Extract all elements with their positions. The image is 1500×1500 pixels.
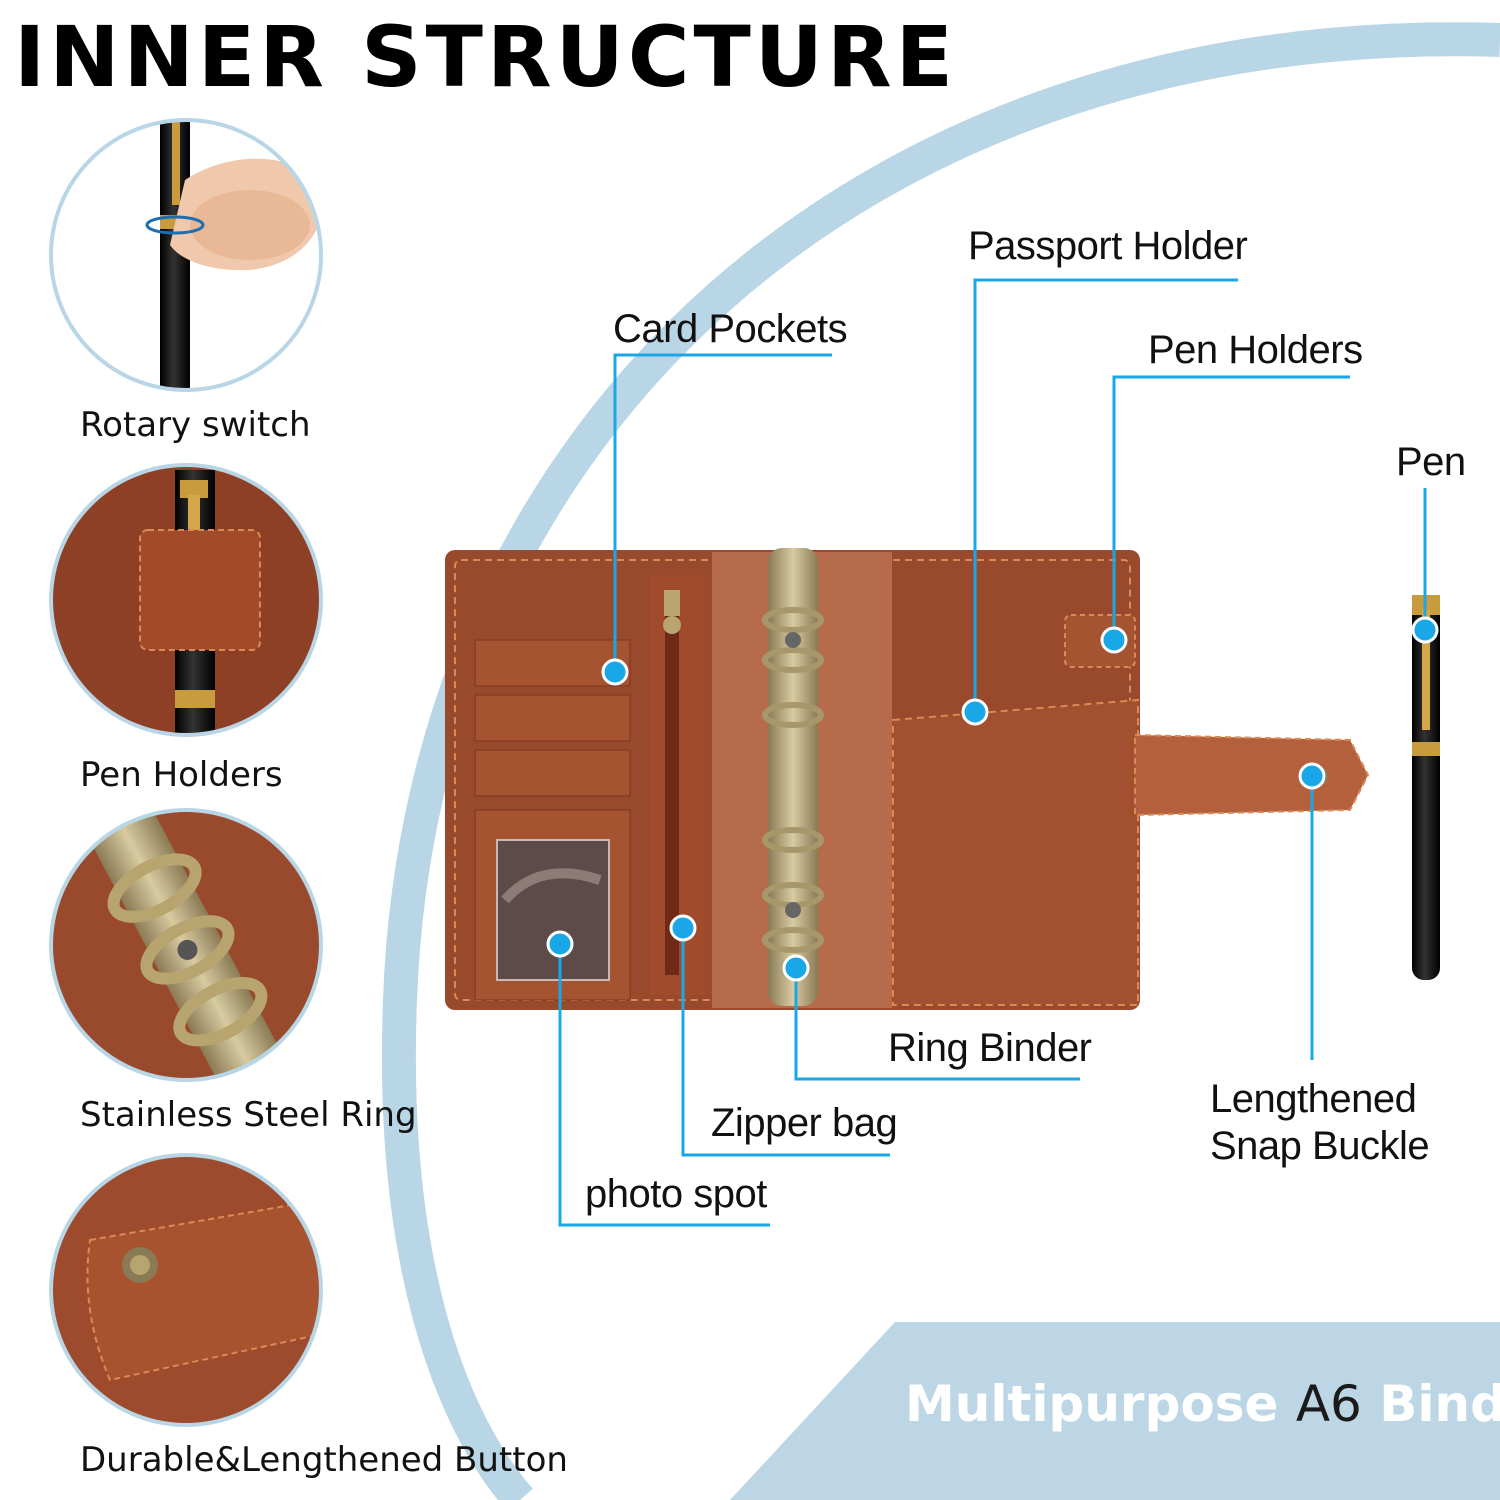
- banner-word-binder: Binder: [1379, 1375, 1500, 1433]
- detail-label-steel-ring: Stainless Steel Ring: [80, 1095, 417, 1135]
- banner-background: [730, 1322, 1500, 1500]
- callout-zipper-bag: Zipper bag: [711, 1101, 898, 1145]
- callout-snap-buckle-line2: Snap Buckle: [1210, 1124, 1430, 1168]
- callout-pen: Pen: [1396, 440, 1466, 484]
- a6-binder-open: [445, 548, 1370, 1010]
- detail-label-button: Durable&Lengthened Button: [80, 1440, 568, 1480]
- callout-snap-buckle-line1: Lengthened: [1210, 1077, 1417, 1121]
- callout-passport-holder: Passport Holder: [968, 224, 1248, 268]
- banner-word-multipurpose: Multipurpose: [905, 1375, 1279, 1433]
- detail-label-rotary-switch: Rotary switch: [80, 405, 311, 445]
- banner-title: Multipurpose A6 Binder: [905, 1375, 1500, 1433]
- pen-holder-photo: [49, 463, 323, 737]
- snap-strap: [1134, 733, 1370, 817]
- photo-window: [496, 839, 610, 981]
- ring-binder-rings: [762, 548, 824, 1006]
- page-title: INNER STRUCTURE: [14, 8, 958, 106]
- banner-word-a6: A6: [1295, 1375, 1362, 1433]
- passport-pocket: [892, 698, 1139, 1006]
- snap-button-photo: [49, 1153, 323, 1427]
- callout-lines: [558, 278, 1427, 1227]
- steel-ring-photo: [49, 808, 323, 1082]
- callout-photo-spot: photo spot: [585, 1172, 767, 1216]
- rotary-switch-photo: [49, 118, 323, 392]
- detail-label-pen-holders: Pen Holders: [80, 755, 283, 795]
- callout-ring-binder: Ring Binder: [888, 1026, 1092, 1070]
- callout-dots: [546, 616, 1439, 982]
- callout-pen-holders: Pen Holders: [1148, 328, 1363, 372]
- callout-card-pockets: Card Pockets: [613, 307, 848, 351]
- pen: [1412, 595, 1440, 980]
